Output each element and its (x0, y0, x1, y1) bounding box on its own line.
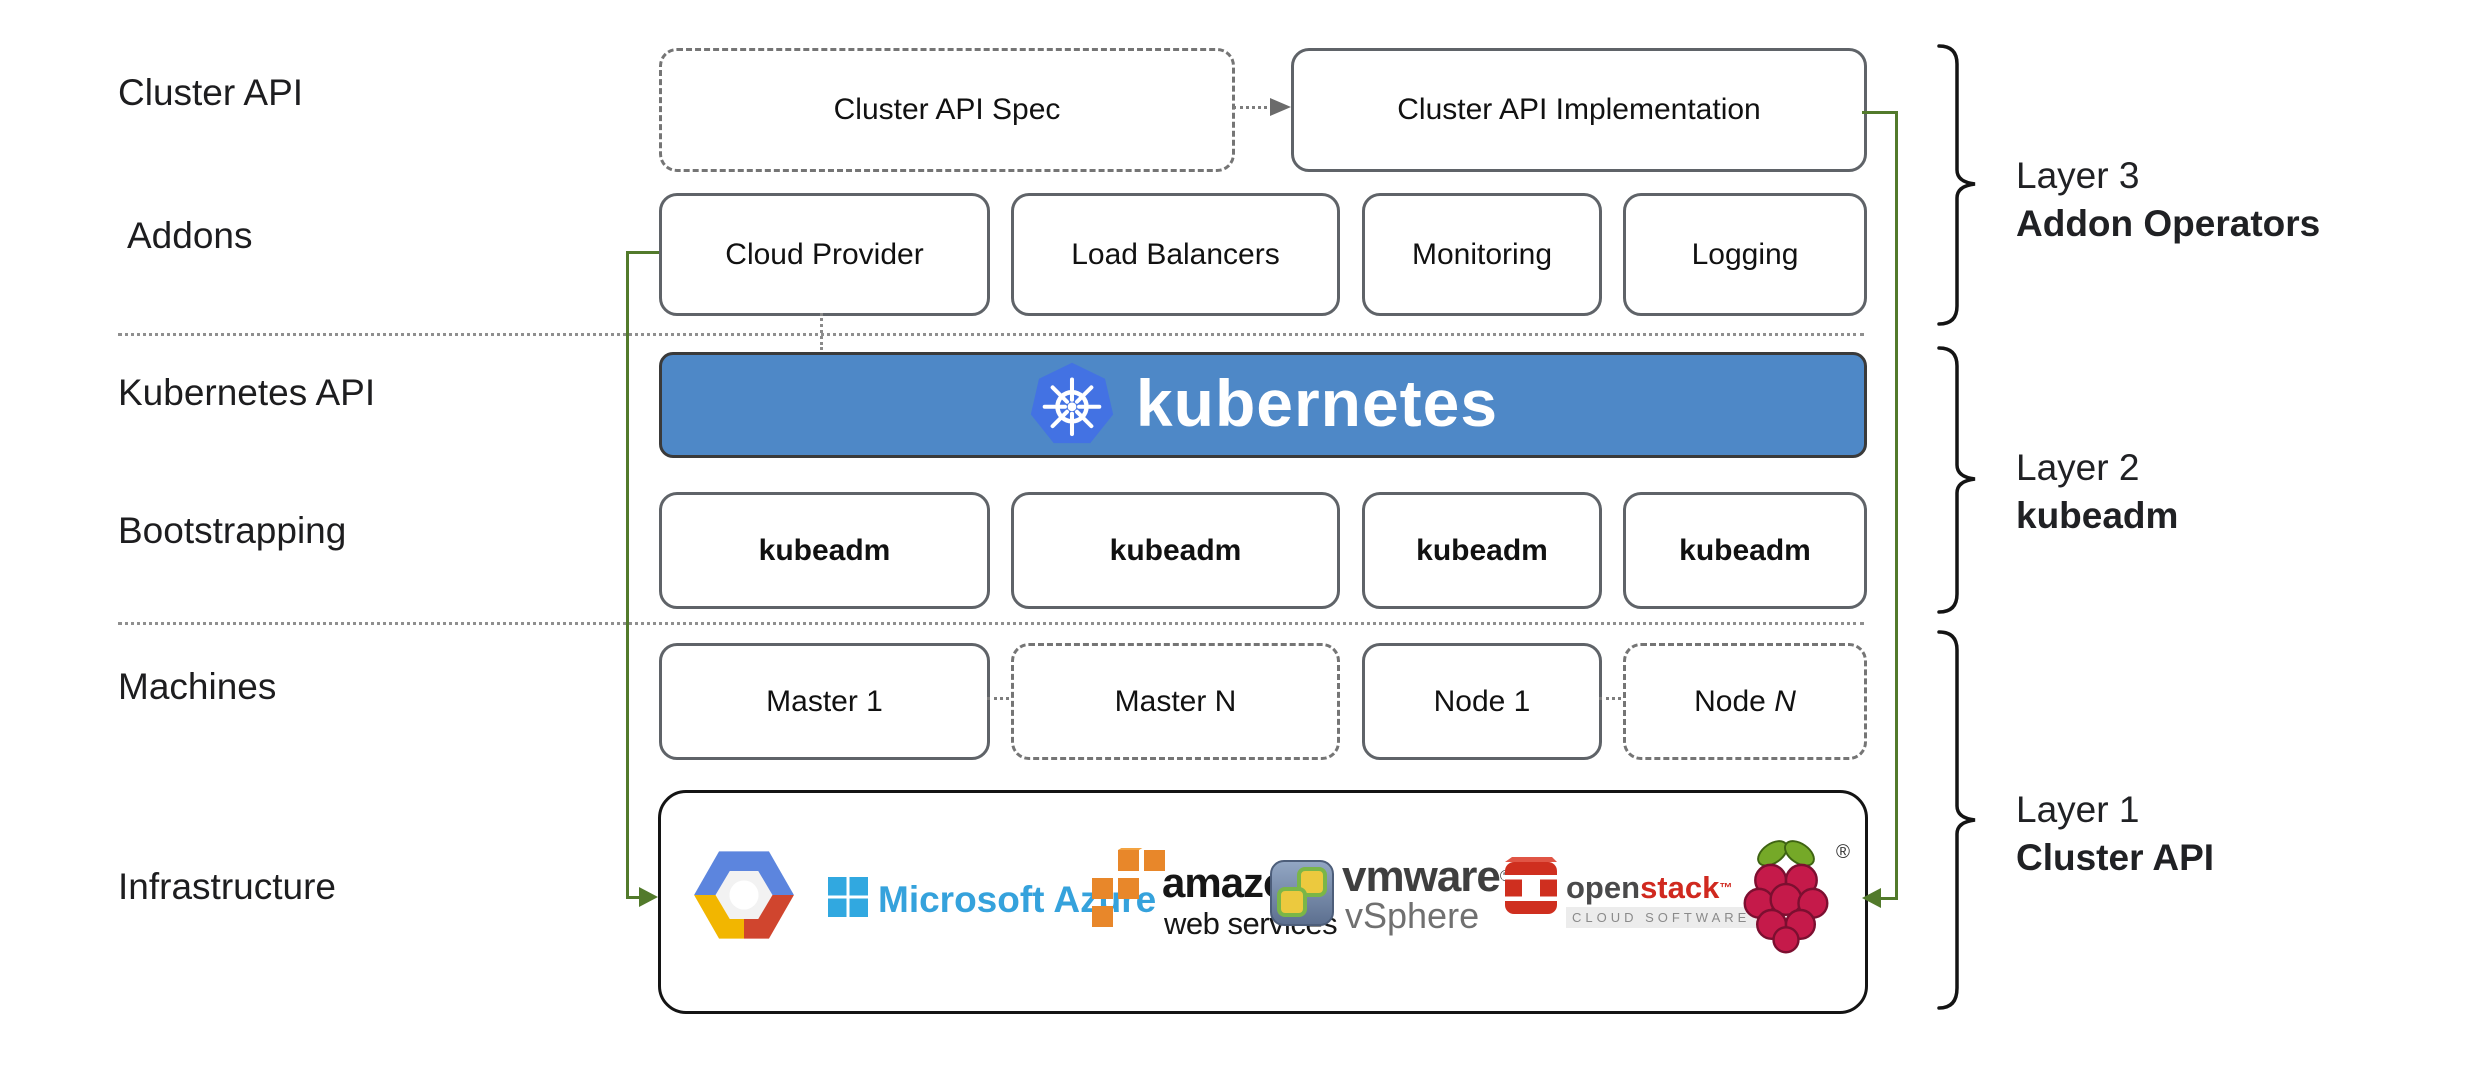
node-n-label: Node N (1694, 685, 1796, 719)
addon-box-load-balancers: Load Balancers (1011, 193, 1340, 316)
layer-3-subtitle: Addon Operators (2016, 203, 2321, 244)
green-line-right-vertical (1895, 111, 1898, 898)
load-balancers-label: Load Balancers (1071, 237, 1280, 271)
cluster-api-spec-label: Cluster API Spec (833, 93, 1061, 126)
layer-2-name: Layer 2 (2016, 447, 2140, 488)
layer-3-bracket (1937, 44, 1976, 326)
master-dotted-link (987, 697, 1009, 700)
cluster-api-spec-box: Cluster API Spec (659, 48, 1235, 172)
node-1-label: Node 1 (1433, 684, 1531, 718)
openstack-wordmark: openstack™ (1566, 872, 1756, 903)
aws-cubes-icon (1092, 848, 1165, 927)
vmware-wordmark: vmware® (1342, 855, 1512, 899)
layer-1-name: Layer 1 (2016, 789, 2140, 830)
kubernetes-banner: kubernetes (659, 352, 1867, 458)
kubeadm-box-2: kubeadm (1011, 492, 1340, 609)
cloud-provider-label: Cloud Provider (725, 237, 924, 271)
machine-box-node-n: Node N (1623, 643, 1867, 760)
google-cloud-platform-icon (694, 851, 794, 939)
cluster-api-implementation-label: Cluster API Implementation (1397, 93, 1761, 126)
layer-2-bracket (1937, 346, 1976, 614)
green-arrowhead-into-infra-right-icon (1862, 888, 1881, 908)
microsoft-azure-icon (828, 877, 868, 917)
openstack-tm-mark: ™ (1719, 880, 1733, 895)
node-n-text: Node (1694, 684, 1775, 718)
kubeadm-box-4: kubeadm (1623, 492, 1867, 609)
machine-box-node-1: Node 1 (1362, 643, 1602, 760)
spec-to-impl-dotted-line (1233, 106, 1273, 109)
green-line-left-vertical (626, 251, 629, 897)
green-line-right-bottom (1880, 897, 1898, 900)
kubernetes-wordmark: kubernetes (1135, 366, 1499, 440)
layer-1-label: Layer 1 Cluster API (2016, 786, 2214, 882)
raspberry-pi-icon (1743, 840, 1829, 954)
green-line-right-stub (1862, 111, 1898, 114)
monitoring-label: Monitoring (1411, 237, 1553, 271)
kubeadm-label: kubeadm (758, 533, 891, 567)
addon-box-cloud-provider: Cloud Provider (659, 193, 990, 316)
green-arrowhead-into-infra-left-icon (639, 887, 658, 907)
kubernetes-wheel-icon (1030, 362, 1114, 444)
kubeadm-label: kubeadm (1416, 533, 1548, 567)
row-label-addons: Addons (127, 215, 253, 256)
openstack-icon (1502, 857, 1560, 914)
green-line-left-bottom (626, 896, 642, 899)
layer-2-label: Layer 2 kubeadm (2016, 444, 2178, 540)
layer-1-bracket (1937, 630, 1976, 1010)
openstack-open-text: open (1566, 870, 1641, 905)
separator-top (118, 333, 1864, 336)
green-line-left-stub (626, 251, 659, 254)
cloud-provider-to-kubernetes-dotted-line (820, 313, 823, 350)
row-label-bootstrapping: Bootstrapping (118, 510, 347, 551)
layer-3-label: Layer 3 Addon Operators (2016, 152, 2320, 248)
spec-to-impl-arrowhead-icon (1270, 98, 1291, 116)
openstack-tagline: CLOUD SOFTWARE (1566, 907, 1757, 928)
machine-box-master-1: Master 1 (659, 643, 990, 760)
raspberry-pi-reg-mark: ® (1836, 842, 1850, 863)
kubeadm-box-1: kubeadm (659, 492, 990, 609)
openstack-stack-text: stack (1640, 870, 1720, 905)
master-n-label: Master N (1114, 684, 1237, 718)
row-label-kubernetes-api: Kubernetes API (118, 372, 376, 413)
addon-box-monitoring: Monitoring (1362, 193, 1602, 316)
layer-1-subtitle: Cluster API (2016, 837, 2215, 878)
kubeadm-label: kubeadm (1679, 533, 1811, 567)
logging-label: Logging (1691, 237, 1799, 271)
vsphere-wordmark: vSphere (1345, 895, 1480, 936)
kubeadm-label: kubeadm (1109, 533, 1242, 567)
layer-2-subtitle: kubeadm (2016, 495, 2179, 536)
vmware-text: vmware (1342, 852, 1501, 901)
node-dotted-link (1599, 697, 1621, 700)
kubeadm-box-3: kubeadm (1362, 492, 1602, 609)
vmware-vsphere-icon (1270, 860, 1334, 926)
machine-box-master-n: Master N (1011, 643, 1340, 760)
row-label-cluster-api: Cluster API (118, 72, 304, 113)
row-label-machines: Machines (118, 666, 277, 707)
separator-bottom (118, 622, 1864, 625)
openstack-wordmark-block: openstack™ CLOUD SOFTWARE (1566, 872, 1757, 928)
addon-box-logging: Logging (1623, 193, 1867, 316)
row-label-infrastructure: Infrastructure (118, 866, 336, 907)
master-1-label: Master 1 (766, 684, 883, 718)
node-n-italic-n: N (1774, 684, 1796, 718)
cluster-api-implementation-box: Cluster API Implementation (1291, 48, 1867, 172)
layer-3-name: Layer 3 (2016, 155, 2140, 196)
